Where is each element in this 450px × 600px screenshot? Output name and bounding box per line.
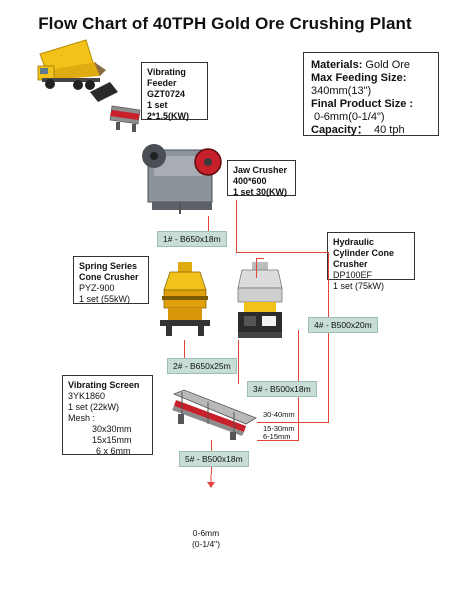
capacity-value: 40 tph xyxy=(373,124,405,136)
cone-spring-name: Spring Series Cone Crusher xyxy=(79,261,139,282)
belt-2-label: 2# - B650x25m xyxy=(167,358,237,374)
jaw-model: 400*600 xyxy=(233,176,267,186)
flow-line-top-cross xyxy=(236,252,328,253)
cone-hyd-model: DP100EF xyxy=(333,270,373,280)
feeder-label-box: Vibrating Feeder GZT0724 1 set 2*1.5(KW) xyxy=(141,62,208,121)
size-15-30: 15-30mm xyxy=(263,424,295,433)
feeder-name: Vibrating Feeder xyxy=(147,67,186,88)
belt-5-label: 5# - B500x18m xyxy=(179,451,249,467)
screen-mesh-3: 6 x 6mm xyxy=(96,446,131,456)
feeder-power: 2*1.5(KW) xyxy=(147,111,190,121)
flow-line-3-bottom xyxy=(257,440,299,441)
flow-line-hyd-top xyxy=(256,258,264,259)
spec-box: Materials: Gold Ore Max Feeding Size: 34… xyxy=(303,52,439,136)
screen-mesh-1: 30x30mm xyxy=(92,424,132,434)
cone-hyd-qty-power: 1 set (75kW) xyxy=(333,281,385,291)
jaw-qty-power: 1 set 30(KW) xyxy=(233,187,288,197)
screen-model: 3YK1860 xyxy=(68,391,106,401)
screen-qty-power: 1 set (22kW) xyxy=(68,402,120,412)
flow-line-belt1-down xyxy=(236,200,237,252)
materials-value: Gold Ore xyxy=(365,59,411,71)
jaw-crusher-icon xyxy=(142,144,222,214)
output-size: 0-6mm xyxy=(192,528,220,538)
flow-line-right-loop xyxy=(328,252,329,422)
feeder-qty: 1 set xyxy=(147,100,168,110)
belt-3-label: 3# - B500x18m xyxy=(247,381,317,397)
size-30-40: 30-40mm xyxy=(263,410,295,419)
spring-cone-crusher-icon xyxy=(160,262,210,336)
screen-name: Vibrating Screen xyxy=(68,380,140,390)
vibrating-screen-icon xyxy=(172,389,257,440)
hydraulic-cone-crusher-icon xyxy=(237,262,283,338)
flow-line-hyd-side xyxy=(256,258,257,278)
flow-line-jaw-down xyxy=(208,216,209,240)
page-title: Flow Chart of 40TPH Gold Ore Crushing Pl… xyxy=(38,14,412,33)
max-feed-label: Max Feeding Size: xyxy=(311,72,407,84)
down-arrow-icon xyxy=(207,474,215,488)
size-6-15: 6-15mm xyxy=(263,432,291,441)
cone-spring-model: PYZ-900 xyxy=(79,283,115,293)
belt-4-label: 4# - B500x20m xyxy=(308,317,378,333)
max-feed-value: 340mm(13") xyxy=(311,85,372,97)
materials-label: Materials: xyxy=(311,59,363,71)
flow-line-left xyxy=(184,340,185,360)
jaw-name: Jaw Crusher xyxy=(233,165,288,175)
output-size-inch: (0-1/4") xyxy=(191,539,221,549)
screen-mesh-label: Mesh : xyxy=(68,413,96,423)
flow-line-bottom-return xyxy=(257,422,329,423)
screen-label-box: Vibrating Screen 3YK1860 1 set (22kW) Me… xyxy=(62,375,153,456)
belt-1-label: 1# - B650x18m xyxy=(157,231,227,247)
final-size-label: Final Product Size : xyxy=(311,98,414,110)
jaw-label-box: Jaw Crusher 400*600 1 set 30(KW) xyxy=(227,160,296,197)
dump-truck-icon xyxy=(37,39,106,90)
cone-spring-qty-power: 1 set (55kW) xyxy=(79,294,131,304)
feeder-model: GZT0724 xyxy=(147,89,186,99)
cone-spring-label-box: Spring Series Cone Crusher PYZ-900 1 set… xyxy=(73,256,149,304)
final-output: 0-6mm (0-1/4") xyxy=(176,528,236,550)
final-size-value: 0-6mm(0-1/4") xyxy=(314,111,385,123)
capacity-label: Capacity： xyxy=(311,124,368,136)
cone-hyd-label-box: Hydraulic Cylinder Cone Crusher DP100EF … xyxy=(327,232,415,291)
cone-hyd-name: Hydraulic Cylinder Cone Crusher xyxy=(333,237,395,269)
screen-mesh-2: 15x15mm xyxy=(92,435,132,445)
flow-line-mid xyxy=(238,340,239,384)
vibrating-feeder-icon xyxy=(90,82,141,132)
